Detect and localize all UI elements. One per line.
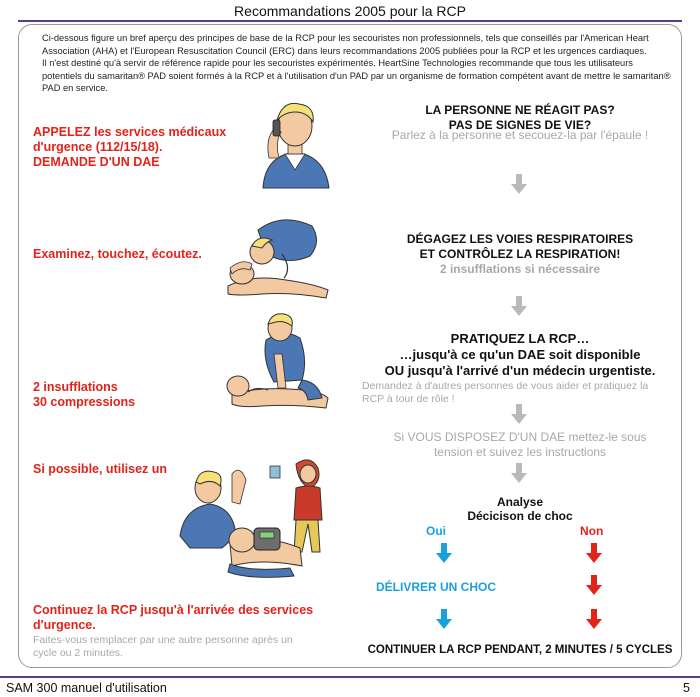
block1-line1: LA PERSONNE NE RÉAGIT PAS? bbox=[425, 103, 615, 117]
arrow-down-icon bbox=[436, 609, 452, 629]
footer-manual-title: SAM 300 manuel d'utilisation bbox=[6, 681, 167, 695]
arrow-down-icon bbox=[586, 609, 602, 629]
block5-line1: Analyse bbox=[496, 495, 544, 509]
block4: Si VOUS DISPOSEZ D'UN DAE mettez-le sous… bbox=[360, 430, 680, 460]
block1-note: Parlez à la personne et secouez-la par l… bbox=[391, 128, 649, 142]
intro-paragraph-2: Il n'est destiné qu'à servir de référenc… bbox=[42, 58, 671, 94]
step5-note: Faites-vous remplacer par une autre pers… bbox=[33, 634, 293, 660]
step5-text: Continuez la RCP jusqu'à l'arrivée des s… bbox=[33, 603, 313, 633]
block3-note-line2: RCP à tour de rôle ! bbox=[362, 393, 455, 405]
arrow-down-icon bbox=[586, 543, 602, 563]
block3-note: Demandez à d'autres personnes de vous ai… bbox=[362, 380, 682, 406]
arrow-down-icon bbox=[511, 404, 527, 424]
step5-note-line2: cycle ou 2 minutes. bbox=[33, 647, 123, 659]
step5-note-line1: Faites-vous remplacer par une autre pers… bbox=[33, 634, 293, 646]
step1-line1: APPELEZ les services médicaux bbox=[33, 125, 227, 139]
arrow-down-icon bbox=[586, 575, 602, 595]
block1-line2: PAS DE SIGNES DE VIE? bbox=[448, 118, 592, 132]
block2-line2: ET CONTRÔLEZ LA RESPIRATION! bbox=[419, 247, 621, 261]
oui-label: Oui bbox=[426, 524, 446, 538]
block4-line2: tension et suivez les instructions bbox=[433, 445, 607, 459]
block3-note-line1: Demandez à d'autres personnes de vous ai… bbox=[362, 380, 649, 392]
final-step-text: CONTINUER LA RCP PENDANT, 2 MINUTES / 5 … bbox=[367, 644, 673, 656]
arrow-down-icon bbox=[511, 463, 527, 483]
step3-line2: 30 compressions bbox=[33, 395, 136, 409]
block3-line1: PRATIQUEZ LA RCP… bbox=[450, 331, 590, 346]
phone-caller-illustration bbox=[262, 102, 330, 189]
step1-text: APPELEZ les services médicaux d'urgence … bbox=[33, 125, 226, 170]
step3-line1: 2 insufflations bbox=[33, 380, 118, 394]
block2-note: 2 insufflations si nécessaire bbox=[439, 262, 601, 276]
content-frame bbox=[18, 24, 682, 668]
step2-text: Examinez, touchez, écoutez. bbox=[33, 247, 202, 261]
page-number: 5 bbox=[683, 681, 690, 695]
block3: PRATIQUEZ LA RCP… …jusqu'à ce qu'un DAE … bbox=[360, 331, 680, 379]
arrow-down-icon bbox=[511, 174, 527, 194]
step1-line2: d'urgence (112/15/18). bbox=[33, 140, 163, 154]
step1-line3: DEMANDE D'UN DAE bbox=[33, 155, 160, 169]
step5-line2: d'urgence. bbox=[33, 618, 96, 632]
block1: LA PERSONNE NE RÉAGIT PAS? PAS DE SIGNES… bbox=[360, 103, 680, 133]
non-label: Non bbox=[580, 524, 604, 538]
cpr-illustration bbox=[226, 313, 329, 409]
block4-line1: Si VOUS DISPOSEZ D'UN DAE mettez-le sous bbox=[393, 430, 647, 444]
page-title: Recommandations 2005 pour la RCP bbox=[234, 3, 466, 19]
step4-text: Si possible, utilisez un bbox=[33, 462, 168, 476]
block5: Analyse Décicison de choc bbox=[360, 495, 680, 523]
footer-rule bbox=[0, 676, 700, 678]
arrow-down-icon bbox=[436, 543, 452, 563]
intro-paragraph-1: Ci-dessous figure un bref aperçu des pri… bbox=[42, 33, 649, 56]
block3-line3: OU jusqu'à l'arrivé d'un médecin urgenti… bbox=[384, 363, 656, 378]
aed-use-illustration bbox=[179, 459, 323, 578]
airway-check-illustration bbox=[227, 219, 329, 299]
arrow-down-icon bbox=[511, 296, 527, 316]
block2: DÉGAGEZ LES VOIES RESPIRATOIRES ET CONTR… bbox=[360, 232, 680, 262]
header-rule bbox=[18, 20, 682, 22]
intro-text: Ci-dessous figure un bref aperçu des pri… bbox=[42, 32, 672, 95]
block3-line2: …jusqu'à ce qu'un DAE soit disponible bbox=[399, 347, 641, 362]
step3-text: 2 insufflations 30 compressions bbox=[33, 380, 135, 410]
step5-line1: Continuez la RCP jusqu'à l'arrivée des s… bbox=[33, 603, 314, 617]
deliver-shock-text: DÉLIVRER UN CHOC bbox=[376, 580, 497, 594]
block5-line2: Décicison de choc bbox=[467, 509, 573, 523]
block2-line1: DÉGAGEZ LES VOIES RESPIRATOIRES bbox=[406, 232, 634, 246]
